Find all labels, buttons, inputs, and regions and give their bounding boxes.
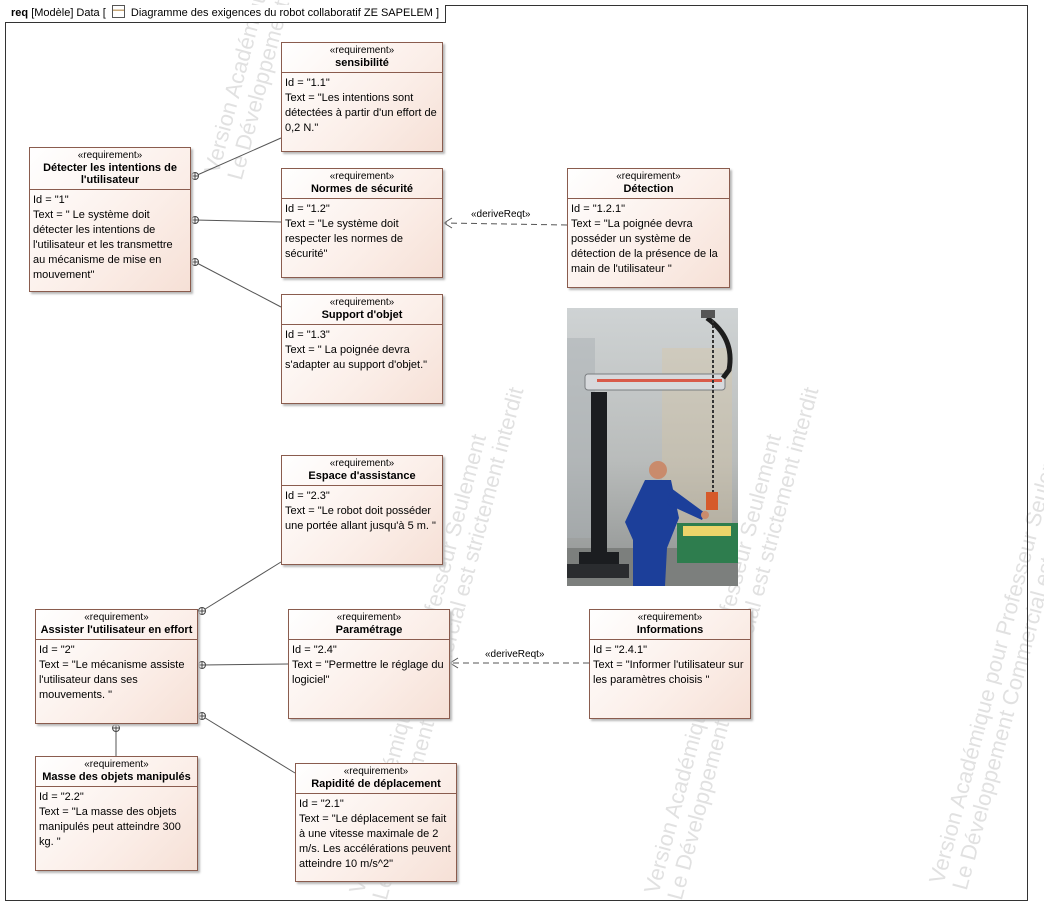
stereotype-label: «requirement» [616, 171, 681, 182]
containment-line-2-2.1[interactable] [201, 715, 296, 774]
diagram-kind: req [11, 7, 29, 19]
requirement-2[interactable]: «requirement»Assister l'utilisateur en e… [35, 609, 198, 724]
requirement-1.2[interactable]: «requirement»Normes de sécurité Id = "1.… [281, 168, 443, 278]
containment-line-1-1.3[interactable] [194, 261, 282, 308]
requirement-text: Text = "Informer l'utilisateur sur les p… [593, 659, 744, 686]
requirement-1.1[interactable]: «requirement»sensibilité Id = "1.1" Text … [281, 42, 443, 152]
diagram-name: Diagramme des exigences du robot collabo… [130, 7, 433, 19]
diagram-title-tab: req [Modèle] Data [ Diagramme des exigen… [5, 5, 447, 23]
requirement-1[interactable]: «requirement»Détecter les intentions de … [29, 147, 191, 292]
stereotype-label: «requirement» [84, 759, 149, 770]
requirement-name: Informations [636, 624, 704, 636]
stereotype-label: «requirement» [329, 171, 395, 182]
requirement-text: Text = "Permettre le réglage du logiciel… [292, 659, 444, 686]
stereotype-label: «requirement» [343, 766, 409, 777]
requirement-name: Espace d'assistance [308, 470, 416, 482]
containment-anchor-icon [198, 661, 206, 669]
diagram-icon [111, 5, 125, 18]
containment-anchor-icon [191, 172, 199, 180]
containment-line-1-1.1[interactable] [194, 137, 282, 177]
diagram-model: [Modèle] Data [ [31, 7, 106, 19]
requirement-1.3[interactable]: «requirement»Support d'objet Id = "1.3" T… [281, 294, 443, 404]
requirement-2.4.1[interactable]: «requirement»Informations Id = "2.4.1" Te… [589, 609, 751, 719]
derive-arrowhead-1 [443, 217, 453, 229]
requirement-name: Assister l'utilisateur en effort [40, 624, 193, 636]
containment-anchor-icon [198, 712, 206, 720]
derive-line-1.2.1[interactable] [444, 222, 568, 226]
requirement-text: Text = "Les intentions sont détectées à … [285, 92, 437, 134]
requirement-text: Text = " La poignée devra s'adapter au s… [285, 344, 428, 371]
stereotype-label: «requirement» [77, 150, 143, 161]
diagram-close-bracket: ] [436, 7, 440, 19]
requirement-text: Text = "Le déplacement se fait à une vit… [299, 813, 451, 870]
requirement-name: Détection [623, 183, 674, 195]
requirement-name: Normes de sécurité [310, 183, 414, 195]
requirement-text: Text = "Le système doit respecter les no… [285, 218, 403, 260]
requirement-id: Id = "1.2" [285, 203, 330, 215]
requirement-id: Id = "2.2" [39, 791, 84, 803]
requirement-id: Id = "2.3" [285, 490, 330, 502]
requirement-2.1[interactable]: «requirement»Rapidité de déplacement Id … [295, 763, 457, 882]
requirement-name: Détecter les intentions de l'utilisateur [43, 162, 177, 186]
requirement-2.4[interactable]: «requirement»Paramétrage Id = "2.4" Text … [288, 609, 450, 719]
requirement-name: Masse des objets manipulés [42, 771, 191, 783]
containment-line-2-2.3[interactable] [201, 561, 282, 612]
requirement-id: Id = "1.1" [285, 77, 330, 89]
derive-label-2: «deriveReqt» [485, 649, 545, 660]
requirement-text: Text = "Le robot doit posséder une porté… [285, 505, 436, 532]
robot-photo [567, 308, 738, 586]
containment-anchor-icon [191, 258, 199, 266]
requirement-name: Paramétrage [335, 624, 403, 636]
requirement-text: Text = "La poignée devra posséder un sys… [571, 218, 718, 275]
requirement-id: Id = "1" [33, 194, 69, 206]
requirement-text: Text = " Le système doit détecter les in… [33, 209, 173, 281]
derive-label-1: «deriveReqt» [471, 209, 531, 220]
diagram-frame [5, 5, 1028, 901]
requirement-2.3[interactable]: «requirement»Espace d'assistance Id = "2… [281, 455, 443, 565]
stereotype-label: «requirement» [329, 458, 395, 469]
requirement-id: Id = "2.1" [299, 798, 344, 810]
requirement-text: Text = "La masse des objets manipulés pe… [39, 806, 181, 848]
requirement-1.2.1[interactable]: «requirement»Détection Id = "1.2.1" Text … [567, 168, 730, 288]
requirement-id: Id = "1.2.1" [571, 203, 625, 215]
stereotype-label: «requirement» [637, 612, 703, 623]
stereotype-label: «requirement» [329, 297, 395, 308]
requirement-id: Id = "2" [39, 644, 75, 656]
containment-line-1-1.2[interactable] [194, 219, 282, 223]
requirement-2.2[interactable]: «requirement»Masse des objets manipulés … [35, 756, 198, 871]
requirement-id: Id = "2.4.1" [593, 644, 647, 656]
containment-anchor-icon [112, 724, 120, 732]
requirement-id: Id = "2.4" [292, 644, 337, 656]
containment-anchor-icon [191, 216, 199, 224]
stereotype-label: «requirement» [84, 612, 149, 623]
requirement-text: Text = "Le mécanisme assiste l'utilisate… [39, 659, 185, 701]
containment-line-2-2.4[interactable] [201, 663, 289, 666]
derive-arrowhead-2 [449, 657, 459, 669]
requirement-id: Id = "1.3" [285, 329, 330, 341]
requirement-name: sensibilité [335, 57, 389, 69]
stereotype-label: «requirement» [336, 612, 402, 623]
containment-anchor-icon [198, 607, 206, 615]
requirement-name: Support d'objet [321, 309, 403, 321]
stereotype-label: «requirement» [329, 45, 395, 56]
requirement-name: Rapidité de déplacement [311, 778, 441, 790]
